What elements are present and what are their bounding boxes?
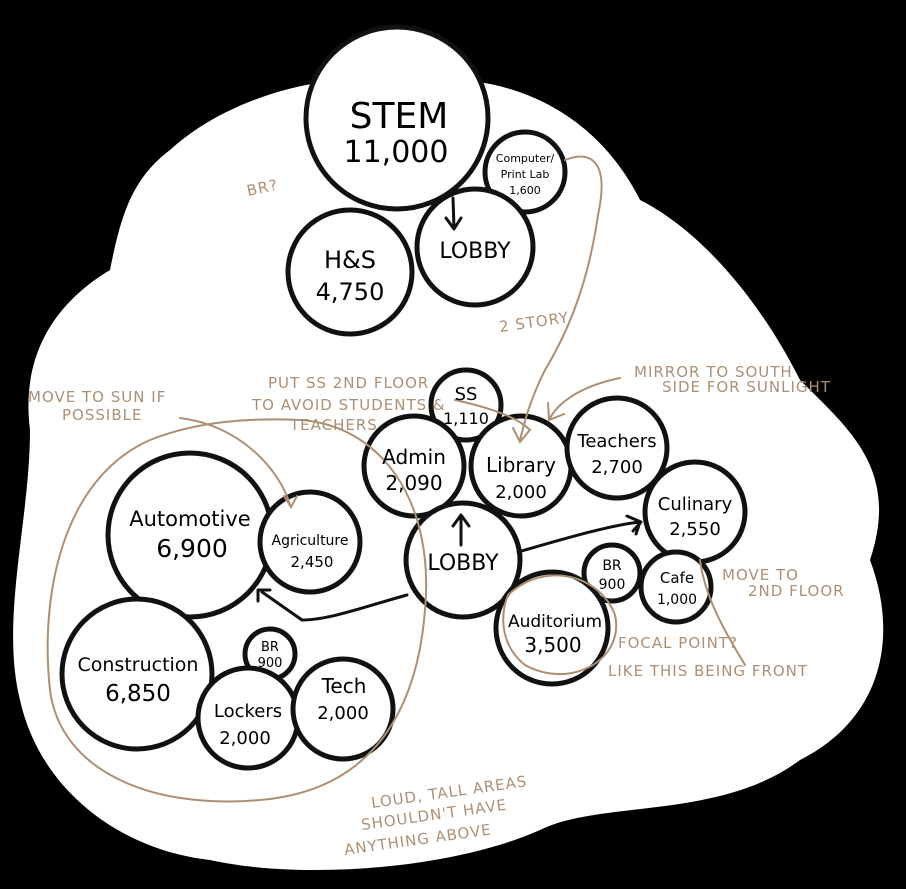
note-move-sun-1: MOVE TO SUN IF: [28, 388, 166, 406]
ss-area: 1,110: [443, 409, 489, 428]
hs-name: H&S: [324, 246, 376, 274]
admin-bubble: [361, 413, 467, 519]
cafe-bubble: [638, 549, 714, 625]
hs-bubble: [285, 207, 415, 337]
note-mirror-2: SIDE FOR SUNLIGHT: [662, 378, 831, 396]
mirror-leader: [547, 377, 621, 422]
auditorium-bubble: [493, 569, 611, 687]
agriculture-name: Agriculture: [272, 533, 349, 549]
teachers-area: 2,700: [591, 457, 643, 478]
note-move-2nd-2: 2ND FLOOR: [748, 582, 845, 600]
teachers-bubble: [564, 395, 670, 501]
tech-bubble: [290, 656, 396, 762]
computer-lab-name-1: Computer/: [496, 152, 555, 165]
cafe-name: Cafe: [660, 569, 694, 587]
stem-bubble: [303, 24, 491, 212]
note-focal-1: FOCAL POINT?: [618, 634, 738, 652]
ss-leader: [454, 399, 531, 431]
note-put-ss-2: TO AVOID STUDENTS &: [251, 396, 446, 414]
note-put-ss-1: PUT SS 2ND FLOOR: [268, 374, 429, 392]
move-sun-leader: [179, 417, 298, 509]
hs-area: 4,750: [316, 278, 385, 306]
agriculture-area: 2,450: [291, 553, 334, 571]
auditorium-name: Auditorium: [508, 612, 602, 632]
computer-lab-name-2: Print Lab: [501, 168, 550, 181]
br-left-name: BR: [261, 640, 279, 655]
lobby-main-name: LOBBY: [427, 551, 499, 576]
down-arrow-top-lobby: [444, 196, 463, 231]
trade-wing-loop: [46, 418, 428, 803]
admin-name: Admin: [382, 445, 446, 469]
auditorium-ring: [502, 574, 618, 676]
lobby-main-bubble: [403, 500, 523, 620]
lockers-name: Lockers: [214, 701, 282, 722]
note-put-ss-3: TEACHERS: [289, 416, 378, 434]
culinary-area: 2,550: [669, 519, 721, 540]
tech-area: 2,000: [317, 703, 369, 724]
automotive-name: Automotive: [129, 507, 250, 531]
teachers-name: Teachers: [576, 431, 656, 452]
ss-name: SS: [455, 384, 478, 405]
br-right-name: BR: [602, 558, 622, 574]
culinary-name: Culinary: [658, 494, 733, 515]
note-focal-2: LIKE THIS BEING FRONT: [608, 662, 808, 680]
note-mirror-1: MIRROR TO SOUTH: [634, 363, 793, 381]
construction-name: Construction: [78, 654, 199, 676]
library-name: Library: [486, 453, 556, 477]
two-story-connector: [512, 155, 603, 444]
construction-area: 6,850: [105, 681, 171, 707]
library-area: 2,000: [495, 482, 547, 503]
computer-lab-area: 1,600: [509, 184, 541, 197]
br-left-area: 900: [258, 656, 283, 671]
br-right-bubble: [581, 542, 643, 604]
stem-name: STEM: [350, 96, 449, 137]
up-arrow-main-lobby: [451, 513, 471, 547]
lockers-area: 2,000: [219, 728, 271, 749]
stem-area: 11,000: [344, 135, 449, 170]
agriculture-bubble: [257, 489, 363, 595]
note-move-2nd-1: MOVE TO: [722, 566, 799, 584]
br-right-area: 900: [599, 577, 626, 593]
cafe-area: 1,000: [657, 592, 697, 608]
admin-area: 2,090: [385, 471, 442, 495]
cafe-leader: [699, 559, 746, 666]
ss-bubble: [428, 367, 504, 443]
lobby-top-name: LOBBY: [439, 239, 511, 264]
automotive-area: 6,900: [156, 534, 228, 563]
arrow-to-trade-wing: [256, 588, 409, 622]
arrow-to-cafe: [516, 514, 643, 554]
computer-lab-bubble: [482, 129, 568, 215]
tech-name: Tech: [321, 674, 367, 698]
note-move-sun-2: POSSIBLE: [62, 406, 142, 424]
construction-bubble: [59, 596, 215, 752]
auditorium-area: 3,500: [524, 633, 581, 657]
